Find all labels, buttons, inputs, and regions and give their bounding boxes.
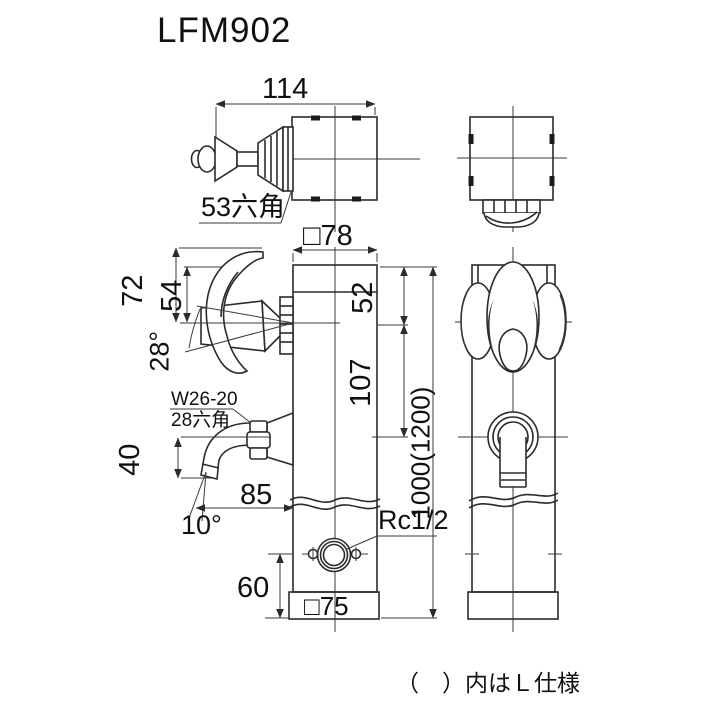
dim-54-label: 54 [156, 279, 189, 312]
dimension-lines [172, 100, 437, 619]
thread-w26-20-label: W26-20 [171, 389, 238, 410]
hex-28-label: 28六角 [171, 410, 231, 431]
spec-note: （ ）内はＬ仕様 [396, 670, 580, 696]
angle-28-label: 28° [144, 330, 175, 372]
hex-53-label: 53六角 [201, 192, 286, 222]
front-view [200, 250, 381, 620]
dim-75-label: □75 [304, 591, 349, 621]
top-view-faucet [190, 115, 378, 202]
top-view-side [468, 116, 555, 228]
dim-60-label: 60 [237, 572, 270, 604]
dim-107-label: 107 [345, 358, 378, 407]
angle-and-leader-lines [170, 191, 437, 550]
dim-72-label: 72 [117, 274, 150, 307]
dim-78-label: □78 [303, 220, 353, 252]
dim-114-label: 114 [262, 73, 309, 105]
dim-40-label: 40 [114, 443, 147, 476]
dim-1000-label: 1000(1200) [405, 386, 436, 520]
angle-10-label: 10° [181, 510, 222, 540]
inlet-rc12-label: Rc1/2 [378, 505, 449, 535]
dim-85-label: 85 [240, 479, 273, 511]
side-view [460, 261, 567, 620]
drawing-title: LFM902 [157, 11, 292, 50]
dim-52-label: 52 [347, 281, 380, 314]
